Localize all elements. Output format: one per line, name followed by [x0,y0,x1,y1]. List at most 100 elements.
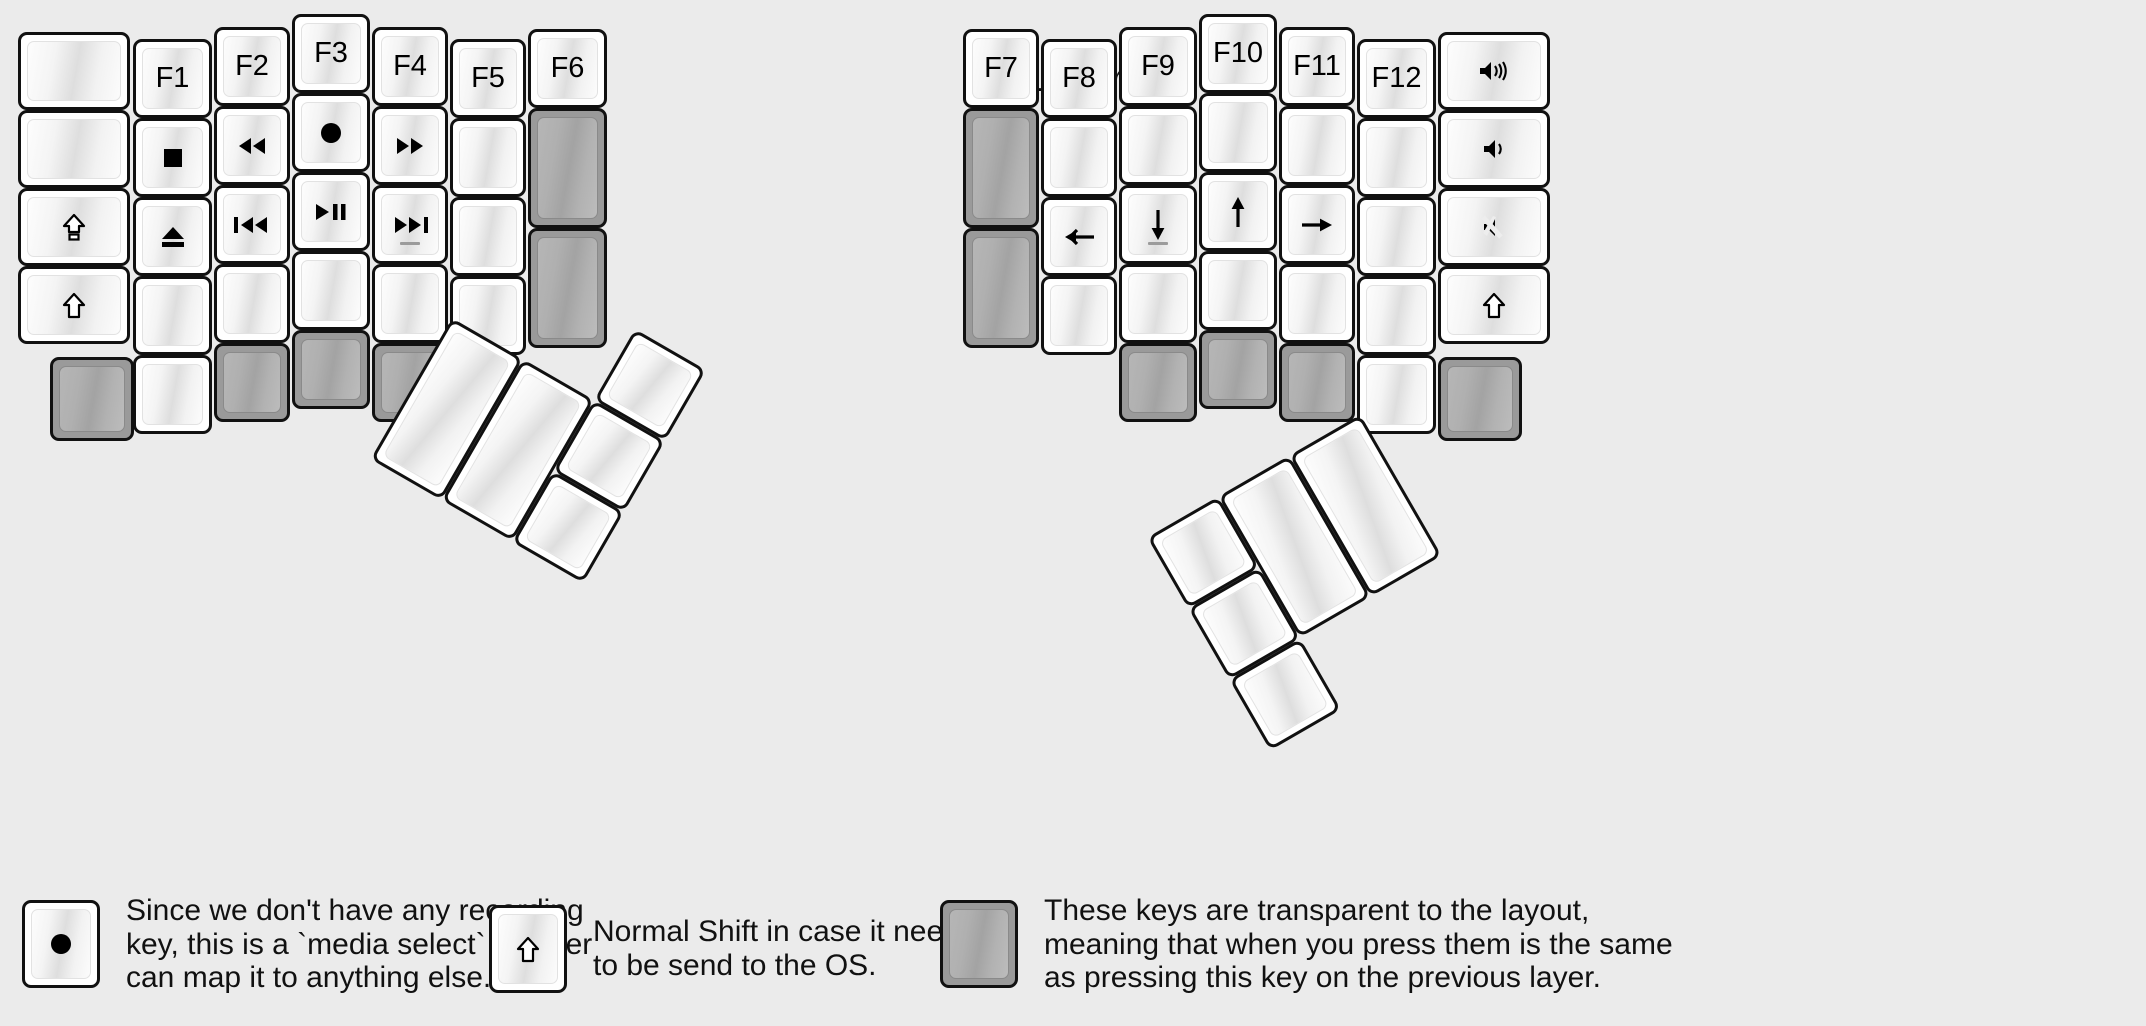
key-left-c5-r3-next-track[interactable] [372,185,448,264]
key-left-c4-r5-transparent[interactable] [292,330,370,409]
key-left-c2-r3-eject[interactable] [133,197,212,276]
key-right-c3-r1-f9[interactable]: F9 [1119,27,1197,106]
keycap-face [498,914,558,984]
key-right-c3-r4[interactable] [1119,264,1197,343]
keycap-face [524,483,612,571]
legend-item-transparent: These keys are transparent to the layout… [940,894,1673,995]
key-left-c4-r3-play-pause[interactable] [292,172,370,251]
key-right-c3-r2[interactable] [1119,106,1197,185]
key-right-c1-r2-transparent-2u[interactable] [963,108,1039,228]
key-left-c6-r2[interactable] [450,118,526,197]
key-right-c5-r4[interactable] [1279,264,1355,343]
key-right-c4-r4[interactable] [1199,251,1277,330]
key-label: F5 [471,62,505,94]
keycap-face: F4 [381,36,439,97]
key-left-c2-r4[interactable] [133,276,212,355]
key-left-c6-r1-f5[interactable]: F5 [450,39,526,118]
key-left-c3-r4[interactable] [214,264,290,343]
key-left-c1-r4-shift[interactable] [18,266,130,344]
key-label: F9 [1141,50,1175,82]
key-left-c3-r3-previous-track[interactable] [214,185,290,264]
key-right-c1-r1-f7[interactable]: F7 [963,29,1039,108]
key-left-c2-r5[interactable] [133,355,212,434]
key-right-c6-r3[interactable] [1357,197,1436,276]
record-icon [319,121,343,145]
key-right-c5-r2[interactable] [1279,106,1355,185]
key-right-c6-r2[interactable] [1357,118,1436,197]
keycap-face [1050,285,1108,346]
key-right-c2-r1-f8[interactable]: F8 [1041,39,1117,118]
key-right-c7-r5-transparent[interactable] [1438,357,1522,441]
legend-key-shift [489,905,567,993]
key-left-c4-r2-record[interactable] [292,93,370,172]
keycap-face: F10 [1208,23,1268,84]
key-right-c7-r1-volume-up[interactable] [1438,32,1550,110]
key-left-c1-r1[interactable] [18,32,130,110]
keycap-face [301,181,361,242]
key-left-c7-r2-transparent-2u[interactable] [528,108,607,228]
keycap-face [301,102,361,163]
key-left-c3-r5-transparent[interactable] [214,343,290,422]
key-right-c4-r5-transparent[interactable] [1199,330,1277,409]
keycap-face [27,119,121,179]
rewind-icon [235,136,269,156]
key-left-c4-r4[interactable] [292,251,370,330]
key-left-c2-r2-stop[interactable] [133,118,212,197]
key-left-c3-r2-rewind[interactable] [214,106,290,185]
key-left-c6-r3[interactable] [450,197,526,276]
keycap-face [142,127,203,188]
key-label: F7 [984,52,1018,84]
key-left-c5-r2-fast-forward[interactable] [372,106,448,185]
volume-up-icon [1477,59,1511,83]
keycap-face [1366,285,1427,346]
key-left-c7-r1-f6[interactable]: F6 [528,29,607,108]
key-left-c7-r3-transparent-2u[interactable] [528,228,607,348]
keycap-face [223,273,281,334]
key-right-c6-r4[interactable] [1357,276,1436,355]
key-right-c6-r1-f12[interactable]: F12 [1357,39,1436,118]
key-right-c5-r1-f11[interactable]: F11 [1279,27,1355,106]
key-right-c2-r3-arrow-left[interactable] [1041,197,1117,276]
keycap-face [1208,181,1268,242]
key-right-c4-r3-arrow-up[interactable] [1199,172,1277,251]
keycap-face [1208,260,1268,321]
keycap-face [1447,41,1541,101]
key-left-c1-r5-transparent[interactable] [50,357,134,441]
keycap-face [223,352,281,413]
key-right-c7-r2-volume-down[interactable] [1438,110,1550,188]
keycap-face [27,275,121,335]
right-thumb-cluster [1147,395,1596,820]
key-right-c7-r4-shift[interactable] [1438,266,1550,344]
key-left-c5-r1-f4[interactable]: F4 [372,27,448,106]
key-left-c1-r3-capslock[interactable] [18,188,130,266]
key-left-c5-r4[interactable] [372,264,448,343]
key-label: F6 [550,52,585,84]
key-left-c4-r1-f3[interactable]: F3 [292,14,370,93]
keycap-face [1447,275,1541,335]
key-right-c3-r3-arrow-down[interactable] [1119,185,1197,264]
key-right-c4-r2[interactable] [1199,93,1277,172]
key-label: F12 [1371,62,1422,94]
key-right-c2-r2[interactable] [1041,118,1117,197]
key-right-c3-r5-transparent[interactable] [1119,343,1197,422]
keycap-face [949,909,1009,980]
key-left-c1-r2[interactable] [18,110,130,188]
keycap-face [223,194,281,255]
key-right-c5-r5-transparent[interactable] [1279,343,1355,422]
key-left-c2-r1-f1[interactable]: F1 [133,39,212,118]
keycap-face: F6 [537,38,598,99]
volume-mute-icon [1481,215,1507,239]
keycap-face [1447,197,1541,257]
keycap-face [1288,115,1346,176]
key-right-c5-r3-arrow-right[interactable] [1279,185,1355,264]
key-right-c2-r4[interactable] [1041,276,1117,355]
key-right-c4-r1-f10[interactable]: F10 [1199,14,1277,93]
keycap-face: F1 [142,48,203,109]
key-right-c7-r3-volume-mute[interactable] [1438,188,1550,266]
key-label: F11 [1293,50,1341,82]
key-right-c1-r3-transparent-2u[interactable] [963,228,1039,348]
keycap-face [31,909,91,980]
key-left-c3-r1-f2[interactable]: F2 [214,27,290,106]
key-right-c6-r5[interactable] [1357,355,1436,434]
arrow-left-icon [1062,226,1096,248]
